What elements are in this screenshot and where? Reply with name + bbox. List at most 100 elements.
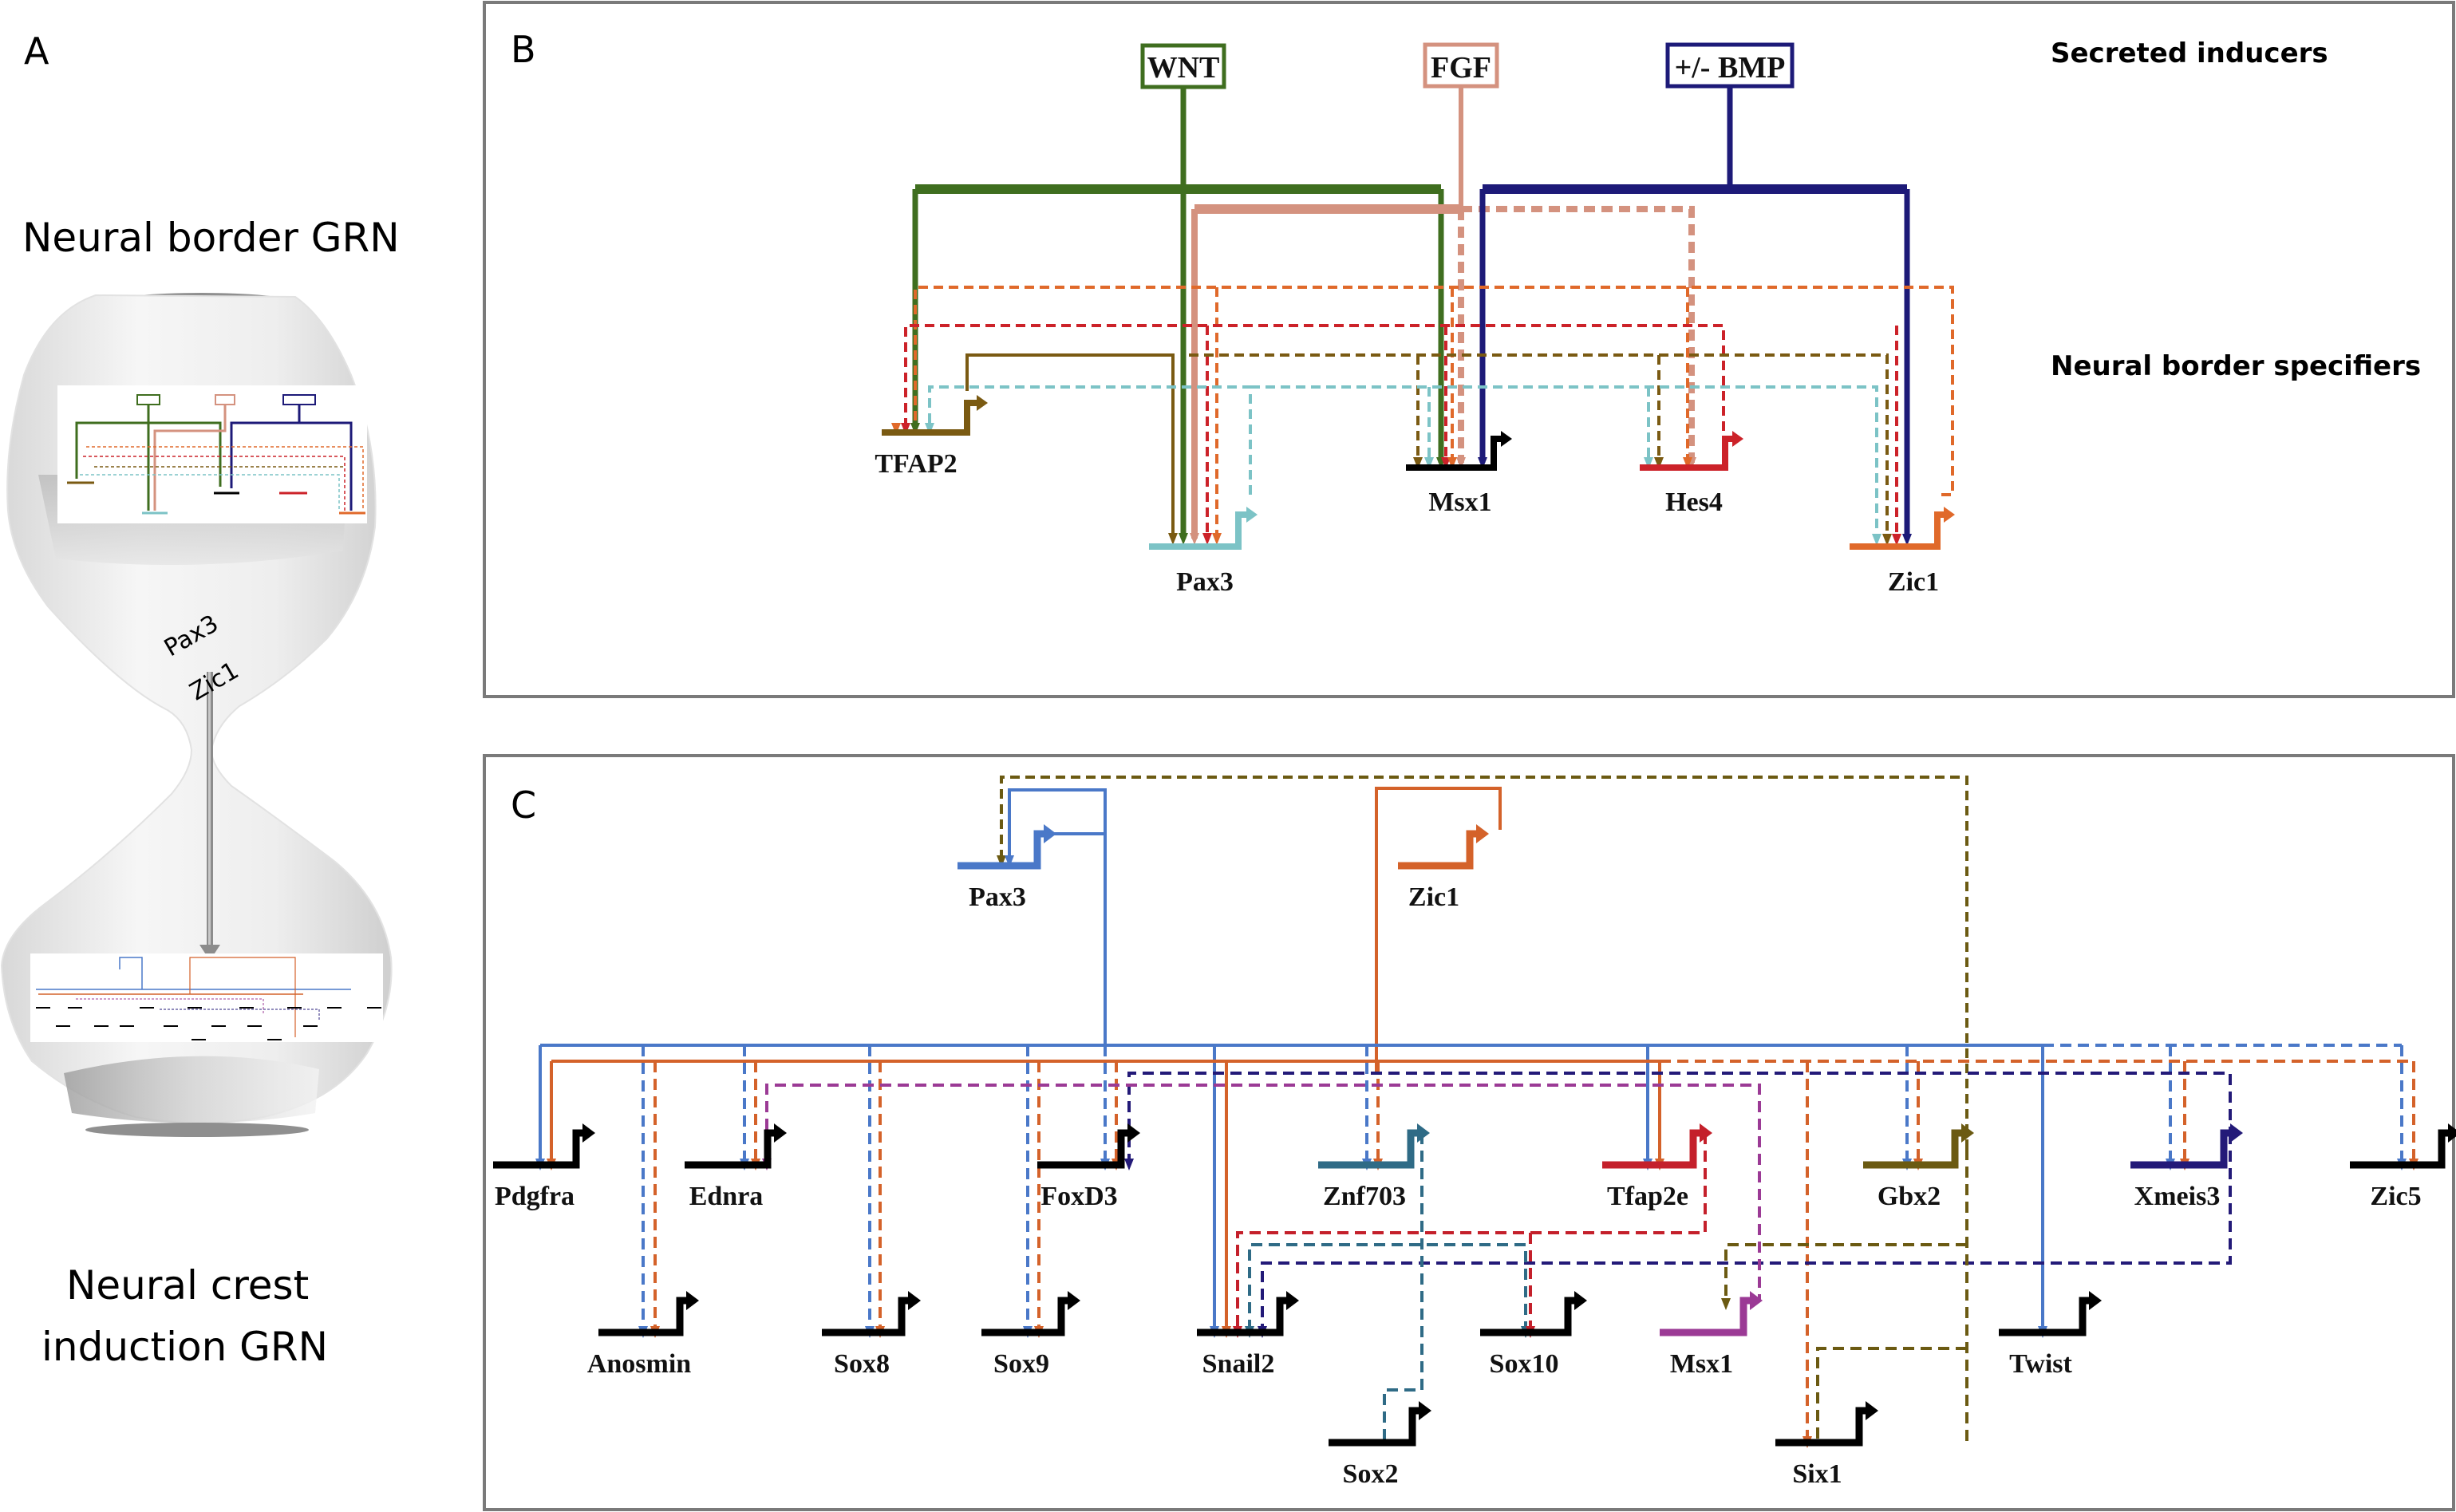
tfap2e-edges-c (1236, 1133, 1707, 1332)
pax3-bus-c (539, 1044, 2403, 1332)
promoter-arrow-icon (1750, 1291, 1763, 1310)
neural-border-grn-title: Neural border GRN (22, 215, 400, 261)
gene-snail2-bar (1197, 1297, 1289, 1336)
hourglass-bottom-cap (85, 1123, 309, 1137)
gene-pax3-bar (958, 830, 1047, 870)
promoter-arrow-icon (1700, 1123, 1712, 1143)
gene-sox9: Sox9 (981, 1291, 1080, 1379)
bmp-edges (1479, 86, 1910, 539)
gene-hes4: Hes4 (1640, 431, 1743, 517)
msx1-bus-c (765, 1084, 1761, 1301)
gene-zic1-label: Zic1 (1408, 882, 1459, 912)
gbx2-edges-c (1724, 1149, 1968, 1443)
panel-b-letter: B (511, 28, 536, 71)
gene-twist-bar (1999, 1297, 2092, 1336)
gene-snail2: Snail2 (1197, 1291, 1299, 1379)
panel-a-letter: A (24, 30, 49, 73)
promoter-arrow-icon (1419, 1401, 1431, 1420)
gene-zic1-bar (1398, 830, 1479, 870)
promoter-arrow-icon (686, 1291, 699, 1310)
gene-msx1: Msx1 (1406, 431, 1512, 517)
gene-xmeis3: Xmeis3 (2130, 1123, 2243, 1211)
gene-tfap2e: Tfap2e (1602, 1123, 1712, 1211)
gene-anosmin: Anosmin (587, 1291, 699, 1379)
gene-tfap2-label: TFAP2 (875, 449, 957, 479)
gene-tfap2e-label: Tfap2e (1607, 1182, 1688, 1211)
panel-b-border (483, 1, 2455, 698)
gene-sox2-label: Sox2 (1343, 1459, 1399, 1489)
promoter-arrow-icon (1286, 1291, 1299, 1310)
gene-zic5: Zic5 (2350, 1123, 2456, 1211)
promoter-arrow-icon (582, 1123, 595, 1143)
gene-six1-bar (1775, 1407, 1869, 1447)
mini-grn-b-background (57, 385, 367, 523)
gene-six1-label: Six1 (1792, 1459, 1842, 1489)
zic1-bus (914, 286, 1954, 539)
hourglass-lower-sand (64, 1056, 319, 1123)
panel-a: A Neural border GRN (0, 30, 400, 1370)
gene-msx1-bar (1660, 1297, 1753, 1336)
panel-b: B Secreted inducers Neural border specif… (483, 1, 2455, 698)
promoter-arrow-icon (774, 1123, 787, 1143)
gene-msx1: Msx1 (1660, 1291, 1763, 1379)
inducer-fgf: FGF (1423, 42, 1499, 89)
gene-gbx2-label: Gbx2 (1878, 1182, 1941, 1211)
gene-sox10-bar (1480, 1297, 1577, 1336)
promoter-arrow-icon (1127, 1123, 1140, 1143)
promoter-arrow-icon (2230, 1123, 2243, 1143)
gene-sox2-bar (1329, 1407, 1422, 1447)
promoter-arrow-icon (1961, 1123, 1974, 1143)
gene-pax3-label: Pax3 (969, 882, 1026, 912)
inducer-wnt-label: WNT (1147, 51, 1220, 85)
panel-c-border (483, 754, 2455, 1511)
gene-ednra-label: Ednra (689, 1182, 764, 1211)
inducer-bmp: +/- BMP (1665, 42, 1795, 89)
mini-neural-crest-grn (30, 953, 383, 1042)
gene-xmeis3-bar (2130, 1129, 2233, 1169)
gene-sox8-bar (822, 1297, 911, 1336)
edge-zic1-self (1375, 787, 1502, 1073)
hes4-bus (904, 324, 1898, 539)
promoter-arrow-icon (1866, 1401, 1878, 1420)
gene-tfap2e-bar (1602, 1129, 1703, 1169)
gene-zic5-bar (2350, 1129, 2451, 1169)
gene-ednra-bar (685, 1129, 777, 1169)
hourglass (0, 293, 393, 1137)
secreted-inducers-label: Secreted inducers (2051, 38, 2328, 69)
panel-b-arrowheads (891, 423, 1912, 546)
gene-twist: Twist (1999, 1291, 2102, 1379)
promoter-arrow-icon (1417, 1123, 1430, 1143)
gene-znf703-bar (1318, 1129, 1420, 1169)
gene-hes4-label: Hes4 (1665, 488, 1723, 517)
edge-gbx2-pax3 (1000, 776, 1968, 1149)
gene-foxd3-bar (1037, 1129, 1131, 1169)
gene-znf703: Znf703 (1318, 1123, 1430, 1211)
znf703-edges-c (1248, 1133, 1527, 1440)
gene-sox9-bar (981, 1297, 1071, 1336)
promoter-arrow-icon (1044, 824, 1056, 843)
inducer-fgf-label: FGF (1431, 51, 1491, 85)
mini-grn-c-background (30, 953, 383, 1042)
gene-sox10: Sox10 (1480, 1291, 1587, 1379)
neural-border-specifiers-label: Neural border specifiers (2051, 350, 2421, 382)
inducer-bmp-label: +/- BMP (1675, 51, 1786, 85)
gene-pax3: Pax3 (958, 824, 1056, 912)
promoter-arrow-icon (2089, 1291, 2102, 1310)
gene-msx1-label: Msx1 (1428, 488, 1491, 517)
gene-znf703-label: Znf703 (1323, 1182, 1406, 1211)
panel-c: C (483, 754, 2456, 1511)
gene-sox8: Sox8 (822, 1291, 921, 1379)
gene-sox8-label: Sox8 (834, 1349, 890, 1379)
inducer-wnt: WNT (1140, 43, 1226, 89)
gene-sox9-label: Sox9 (993, 1349, 1049, 1379)
gene-zic1: Zic1 (1398, 824, 1489, 912)
mini-neural-border-grn (57, 385, 367, 523)
edge-pax3-self (1008, 788, 1107, 1045)
promoter-arrow-icon (1476, 824, 1489, 843)
gene-sox10-label: Sox10 (1490, 1349, 1559, 1379)
gene-pdgfra-bar (493, 1129, 586, 1169)
gene-xmeis3-label: Xmeis3 (2134, 1182, 2221, 1211)
